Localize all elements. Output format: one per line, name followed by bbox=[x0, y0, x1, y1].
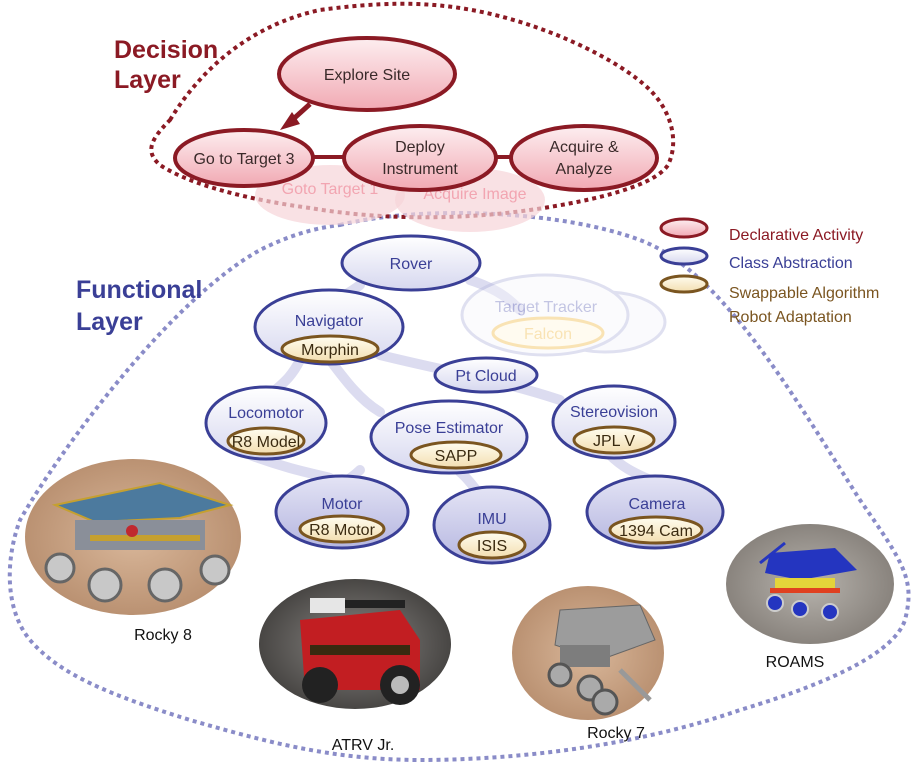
robot-label-rocky8: Rocky 8 bbox=[134, 627, 192, 644]
node-r8-model-label: R8 Model bbox=[232, 434, 300, 451]
node-acquire-analyze[interactable]: Acquire & Analyze bbox=[509, 124, 659, 192]
node-imu[interactable]: IMU ISIS bbox=[432, 485, 552, 565]
robot-photo-roams bbox=[726, 524, 894, 644]
node-locomotor-label: Locomotor bbox=[228, 405, 304, 422]
robot-label-roams: ROAMS bbox=[766, 654, 825, 671]
node-pt-cloud[interactable]: Pt Cloud bbox=[433, 356, 539, 394]
legend-swappable-label-1: Swappable Algorithm bbox=[729, 285, 879, 302]
node-sapp-label: SAPP bbox=[435, 448, 478, 465]
node-rover[interactable]: Rover bbox=[340, 234, 482, 292]
legend-swappable-swatch bbox=[659, 274, 709, 294]
node-target-tracker[interactable]: Target Tracker Falcon bbox=[460, 273, 667, 357]
functional-layer-title-1: Functional bbox=[76, 276, 202, 304]
node-pt-cloud-label: Pt Cloud bbox=[455, 368, 516, 385]
node-target-tracker-label: Target Tracker bbox=[495, 299, 598, 316]
legend-declarative-label: Declarative Activity bbox=[729, 227, 863, 244]
robot-photo-atrv bbox=[259, 579, 451, 709]
node-1394-cam-label: 1394 Cam bbox=[619, 523, 693, 540]
node-jpl-v-label: JPL V bbox=[593, 433, 635, 450]
legend-class-swatch bbox=[659, 246, 709, 266]
legend-swappable-label-2: Robot Adaptation bbox=[729, 309, 852, 326]
node-go-to-target-3[interactable]: Go to Target 3 bbox=[173, 128, 315, 188]
node-navigator-label: Navigator bbox=[295, 313, 364, 330]
decision-layer-title-1: Decision bbox=[114, 36, 218, 64]
node-explore-site[interactable]: Explore Site bbox=[277, 36, 457, 112]
node-deploy-instrument[interactable]: Deploy Instrument bbox=[342, 124, 498, 192]
node-pose-estimator-label: Pose Estimator bbox=[395, 420, 504, 437]
node-imu-label: IMU bbox=[477, 511, 506, 528]
functional-layer-title-2: Layer bbox=[76, 308, 143, 336]
node-motor[interactable]: Motor R8 Motor bbox=[274, 474, 410, 550]
node-navigator[interactable]: Navigator Morphin bbox=[253, 288, 405, 366]
node-falcon-label: Falcon bbox=[524, 326, 572, 343]
node-r8-motor-label: R8 Motor bbox=[309, 522, 375, 539]
node-stereovision-label: Stereovision bbox=[570, 404, 658, 421]
legend: Declarative Activity Class Abstraction S… bbox=[659, 217, 879, 326]
arrowhead-icon bbox=[280, 112, 300, 130]
decision-layer-boundary bbox=[149, 1, 676, 220]
node-motor-label: Motor bbox=[322, 496, 364, 513]
node-acquire-analyze-label-2: Analyze bbox=[556, 161, 613, 178]
robot-label-rocky7: Rocky 7 bbox=[587, 725, 645, 742]
node-deploy-instrument-label-2: Instrument bbox=[382, 161, 458, 178]
node-rover-label: Rover bbox=[390, 256, 433, 273]
node-camera[interactable]: Camera 1394 Cam bbox=[585, 474, 725, 550]
node-stereovision[interactable]: Stereovision JPL V bbox=[551, 384, 677, 460]
faded-label-acquire-image: Acquire Image bbox=[423, 186, 526, 203]
robot-label-atrv: ATRV Jr. bbox=[332, 737, 395, 754]
node-pose-estimator[interactable]: Pose Estimator SAPP bbox=[369, 399, 529, 475]
faded-label-goto-target-1: Goto Target 1 bbox=[282, 181, 379, 198]
legend-class-label: Class Abstraction bbox=[729, 255, 853, 272]
functional-layer-boundary bbox=[7, 211, 911, 763]
robot-photo-rocky8 bbox=[25, 459, 241, 615]
robot-photo-rocky7 bbox=[512, 586, 664, 720]
node-morphin-label: Morphin bbox=[301, 342, 359, 359]
node-explore-site-label: Explore Site bbox=[324, 67, 410, 84]
node-acquire-analyze-label-1: Acquire & bbox=[549, 139, 619, 156]
node-camera-label: Camera bbox=[629, 496, 686, 513]
node-deploy-instrument-label-1: Deploy bbox=[395, 139, 445, 156]
node-go-to-target-3-label: Go to Target 3 bbox=[193, 151, 294, 168]
node-locomotor[interactable]: Locomotor R8 Model bbox=[204, 385, 328, 461]
node-isis-label: ISIS bbox=[477, 538, 507, 555]
decision-layer-title-2: Layer bbox=[114, 66, 181, 94]
legend-declarative-swatch bbox=[659, 217, 709, 239]
